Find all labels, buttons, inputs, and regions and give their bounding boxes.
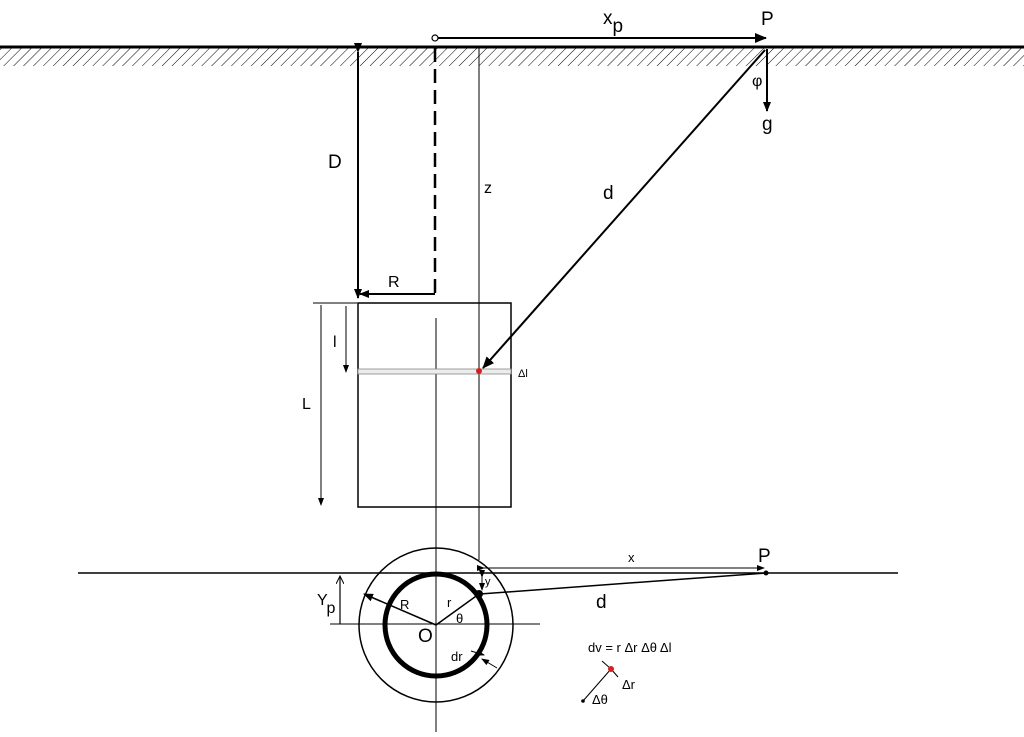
dv-formula: dv = r Δr Δθ Δl — [588, 640, 672, 655]
small-r-line — [435, 593, 480, 626]
z-label: z — [484, 180, 492, 197]
dr-arrow-in — [470, 650, 485, 656]
element-marker-inset — [608, 666, 614, 672]
d-bottom-label: d — [596, 592, 607, 613]
ground-surface — [0, 45, 1024, 66]
thick-ring — [382, 571, 490, 679]
inset-line-a — [582, 668, 612, 702]
outer-circle — [358, 547, 514, 703]
side-view: xp P z D φ g d R Δl l L — [302, 8, 774, 732]
r-top-label: R — [388, 274, 400, 291]
phi-label: φ — [752, 73, 762, 90]
y-label: y — [485, 576, 491, 588]
l-label: l — [333, 334, 337, 351]
ground-hatching — [0, 47, 1024, 66]
delta-theta-label: Δθ — [592, 692, 608, 707]
element-marker-top — [476, 368, 482, 374]
delta-l-label: Δl — [518, 368, 528, 380]
p-bottom-label: P — [758, 546, 771, 567]
x-label: x — [628, 550, 635, 565]
small-r-label: r — [447, 595, 452, 610]
yp-label: Yp — [317, 592, 335, 617]
delta-l-slab — [357, 368, 512, 375]
distance-line-top — [482, 49, 766, 369]
xp-label: xp — [603, 8, 623, 37]
delta-r-label: Δr — [622, 677, 636, 692]
volume-element-inset — [581, 660, 619, 703]
dr-arrow-out — [481, 658, 498, 669]
d-top-label: d — [603, 183, 614, 204]
plan-view: Yp R r θ O y x P d dr dv = r Δr Δθ Δl — [78, 546, 898, 707]
radius-arrow-bottom — [363, 593, 437, 626]
p-top-label: P — [761, 9, 774, 30]
theta-label: θ — [456, 611, 463, 626]
inset-origin-dot — [581, 699, 585, 703]
g-label: g — [762, 114, 773, 135]
r-bottom-label: R — [400, 597, 409, 612]
origin-dot — [431, 34, 439, 42]
L-label: L — [302, 396, 311, 413]
dr-label: dr — [451, 649, 463, 664]
depth-label: D — [328, 152, 342, 173]
element-point — [475, 590, 483, 598]
distance-line-bottom — [479, 572, 767, 595]
center-label: O — [418, 626, 433, 647]
cylinder-body — [357, 302, 512, 508]
